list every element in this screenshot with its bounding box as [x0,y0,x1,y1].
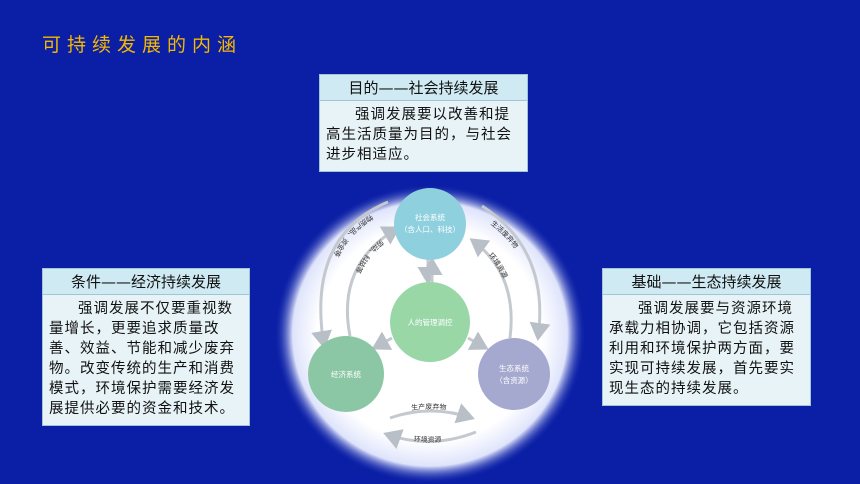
eco-node [478,338,550,410]
foundation-card-body: 强调发展要与资源环境承载力相协调，它包括资源利用和环境保护两方面，要实现可持续发… [602,294,811,406]
center-node [390,282,470,362]
sustainability-diagram: 社会系统 （含人口、科技） 人的管理调控 经济系统 生态系统 （含资源） 物质产… [270,178,590,484]
arrow-center-economic [371,331,393,350]
arrow-social-to-economic [311,200,389,349]
foundation-card-heading: 基础——生态持续发展 [602,268,811,294]
condition-card-heading: 条件——经济持续发展 [42,268,250,294]
social-node-title: 社会系统 [415,212,445,222]
eco-node-subtitle: （含资源） [495,375,533,385]
social-node [394,188,466,260]
condition-card: 条件——经济持续发展 强调发展不仅要重视数量增长，更要追求质量改善、效益、节能和… [42,268,250,426]
center-node-label: 人的管理调控 [408,317,453,327]
condition-card-body: 强调发展不仅要重视数量增长，更要追求质量改善、效益、节能和减少废弃物。改变传统的… [42,294,250,426]
economic-node [308,336,384,412]
label-bottom-inner: 生产废弃物 [411,402,447,412]
arrow-economic-to-eco [389,403,475,424]
foundation-card: 基础——生态持续发展 强调发展要与资源环境承载力相协调，它包括资源利用和环境保护… [602,268,811,406]
eco-node-title: 生态系统 [499,363,529,373]
goal-card: 目的——社会持续发展 强调发展要以改善和提高生活质量为目的，与社会进步相适应。 [319,74,528,172]
arrow-eco-to-social [469,238,513,339]
label-bottom-outer: 环境资源 [413,435,441,444]
goal-card-body: 强调发展要以改善和提高生活质量为目的，与社会进步相适应。 [319,100,528,172]
page-title: 可持续发展的内涵 [42,34,243,56]
diagram-canvas: 社会系统 （含人口、科技） 人的管理调控 经济系统 生态系统 （含资源） 物质产… [274,184,586,484]
economic-node-label: 经济系统 [331,369,361,379]
goal-card-heading: 目的——社会持续发展 [319,74,528,100]
arrow-economic-to-social [345,226,401,337]
social-node-subtitle: （含人口、科技） [400,224,460,234]
arrow-social-to-eco [481,204,551,341]
arrow-center-eco [467,331,489,350]
arrow-eco-to-economic [383,429,477,449]
